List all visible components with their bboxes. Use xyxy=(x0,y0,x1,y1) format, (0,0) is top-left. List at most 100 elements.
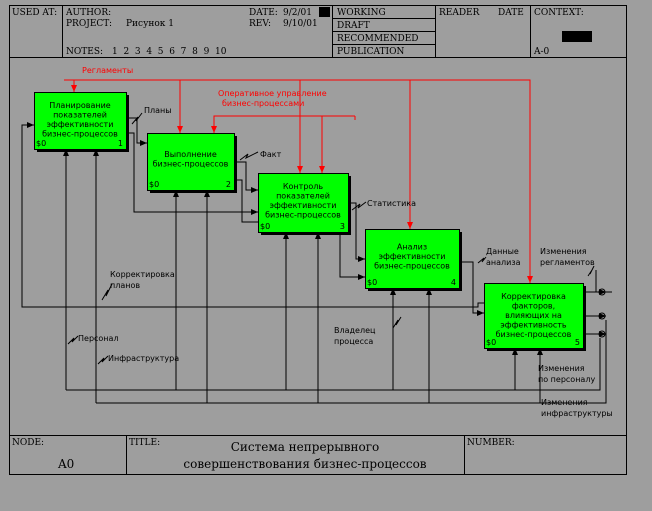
author-label: AUTHOR: xyxy=(65,8,111,18)
arrow-korrektirovka-planov[interactable] xyxy=(21,122,484,308)
node-value: A0 xyxy=(57,457,74,471)
activity-box-text: показателей xyxy=(53,111,107,120)
label-korr-2: планов xyxy=(110,281,140,290)
label-izm-infra-1: Изменения xyxy=(541,398,588,407)
label-fakt: Факт xyxy=(260,150,282,159)
activity-box-text: бизнес-процессов xyxy=(265,211,341,220)
activity-box-number: 1 xyxy=(118,139,123,148)
arrow-fakt[interactable] xyxy=(234,161,258,193)
activity-box-cost: $0 xyxy=(36,139,46,148)
activity-box-1[interactable]: Планированиепоказателейэффективностибизн… xyxy=(34,92,130,153)
label-vladelec-1: Владелец xyxy=(334,326,376,335)
label-izm-pers-1: Изменения xyxy=(538,364,585,373)
label-plany: Планы xyxy=(144,106,172,115)
date-value: 9/2/01 xyxy=(283,8,312,18)
infra-bus xyxy=(96,320,607,404)
label-izm-regl-1: Изменения xyxy=(540,247,587,256)
context-label: CONTEXT: xyxy=(534,8,584,18)
notes-numbers: 1 2 3 4 5 6 7 8 9 10 xyxy=(112,47,227,57)
arrows-red xyxy=(64,79,533,283)
activity-box-text: показателей xyxy=(276,192,330,201)
label-izm-infra-2: инфраструктуры xyxy=(541,409,613,418)
activity-box-text: факторов, xyxy=(512,302,555,311)
activity-box-body[interactable] xyxy=(258,173,349,233)
activity-box-text: Выполнение xyxy=(164,150,217,159)
activity-box-text: эффективности xyxy=(379,252,446,261)
working-marker xyxy=(319,7,330,17)
date-label: DATE: xyxy=(249,8,278,18)
context-thumbnail xyxy=(562,31,592,42)
activity-boxes: Планированиепоказателейэффективностибизн… xyxy=(34,92,587,352)
arrow-oper-upr-box3[interactable] xyxy=(322,116,356,173)
status-publication: PUBLICATION xyxy=(337,47,404,57)
reader-label: READER xyxy=(439,8,480,18)
activity-box-text: бизнес-процессов xyxy=(374,261,450,270)
activity-box-3[interactable]: Контрольпоказателейэффективностибизнес-п… xyxy=(258,173,352,236)
activity-box-text: Планирование xyxy=(49,101,110,110)
activity-box-cost: $0 xyxy=(367,278,377,287)
arrow-box1-to-box3[interactable] xyxy=(126,132,258,215)
footer-frame xyxy=(9,435,627,475)
arrows-black xyxy=(21,117,612,404)
label-vladelec-2: процесса xyxy=(334,337,373,346)
arrow-statistika[interactable] xyxy=(348,202,365,262)
node-label: NODE: xyxy=(12,438,44,448)
activity-box-text: Контроль xyxy=(283,182,324,191)
activity-box-body[interactable] xyxy=(147,133,235,191)
arrow-oper-upr-box2[interactable] xyxy=(211,115,355,133)
activity-box-text: влияющих на xyxy=(505,311,562,320)
label-infra: Инфраструктура xyxy=(108,354,179,363)
arrow-reglamenty-box5[interactable] xyxy=(64,79,533,283)
activity-box-cost: $0 xyxy=(486,338,496,347)
label-dannye-2: анализа xyxy=(486,258,521,267)
activity-box-number: 5 xyxy=(575,338,580,347)
activity-box-body[interactable] xyxy=(365,229,460,289)
title-label: TITLE: xyxy=(129,438,160,448)
number-label: NUMBER: xyxy=(467,438,515,448)
label-korr-1: Корректировка xyxy=(110,270,175,279)
title-line-1: Система непрерывного xyxy=(231,440,380,454)
label-oper-upr-1: Оперативное управление xyxy=(218,89,327,98)
arrow-dannye-analiza[interactable] xyxy=(459,261,484,316)
rev-value: 9/10/01 xyxy=(283,19,318,29)
activity-box-text: эффективности xyxy=(270,201,337,210)
arrow-plany[interactable] xyxy=(126,117,147,146)
activity-box-text: Анализ xyxy=(397,242,427,251)
label-leaders xyxy=(67,112,595,365)
label-izm-regl-2: регламентов xyxy=(540,258,595,267)
activity-box-body[interactable] xyxy=(34,92,127,150)
project-label: PROJECT: xyxy=(66,19,112,29)
activity-box-text: бизнес-процессов xyxy=(496,330,572,339)
label-statistika: Статистика xyxy=(367,199,416,208)
label-personal: Персонал xyxy=(78,334,119,343)
project-value: Рисунок 1 xyxy=(126,19,174,29)
activity-box-text: Корректировка xyxy=(501,292,566,301)
personal-bus xyxy=(66,338,601,391)
output-tunnels xyxy=(598,288,606,338)
notes-label: NOTES: xyxy=(66,47,103,57)
used-at-label: USED AT: xyxy=(12,8,57,18)
label-oper-upr-2: бизнес-процессами xyxy=(222,99,304,108)
status-recommended: RECOMMENDED xyxy=(337,34,419,44)
title-line-2: совершенствования бизнес-процессов xyxy=(183,457,426,471)
label-reglamenty: Регламенты xyxy=(82,66,133,75)
activity-box-text: эффективность xyxy=(500,321,567,330)
rev-label: REV: xyxy=(249,19,271,29)
activity-box-text: бизнес-процессов xyxy=(42,130,118,139)
activity-box-text: бизнес-процессов xyxy=(153,160,229,169)
label-dannye-1: Данные xyxy=(486,247,519,256)
status-draft: DRAFT xyxy=(337,21,370,31)
activity-box-text: эффективности xyxy=(47,120,114,129)
activity-box-number: 4 xyxy=(451,278,456,287)
activity-box-cost: $0 xyxy=(149,180,159,189)
activity-box-body[interactable] xyxy=(484,283,584,349)
activity-box-number: 2 xyxy=(226,180,231,189)
reader-date-label: DATE xyxy=(498,8,524,18)
status-working: WORKING xyxy=(337,8,386,18)
label-izm-pers-2: по персоналу xyxy=(538,375,595,384)
context-node: A-0 xyxy=(533,47,550,57)
